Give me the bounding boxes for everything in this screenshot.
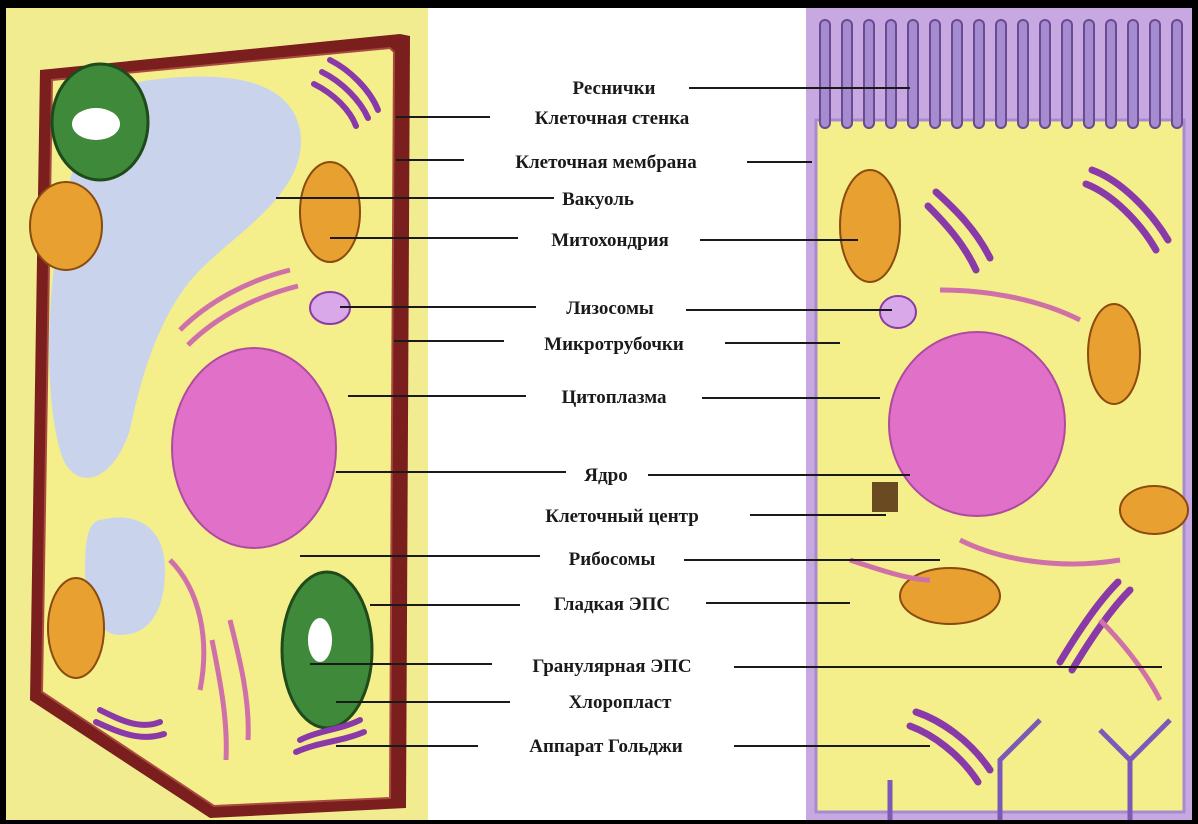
label-golgi: Аппарат Гольджи bbox=[529, 736, 683, 757]
plant-mitochondrion-3 bbox=[48, 578, 104, 678]
label-cell-center: Клеточный центр bbox=[545, 506, 699, 527]
plant-cell bbox=[6, 8, 428, 820]
label-cell-wall: Клеточная стенка bbox=[535, 108, 690, 129]
cell-center bbox=[872, 482, 898, 512]
animal-cell bbox=[806, 8, 1192, 820]
plant-mitochondrion-1 bbox=[30, 182, 102, 270]
label-granular-er: Гранулярная ЭПС bbox=[532, 656, 691, 677]
label-cytoplasm: Цитоплазма bbox=[561, 387, 667, 408]
chloroplast-highlight bbox=[308, 618, 332, 662]
animal-mitochondrion-1 bbox=[840, 170, 900, 282]
animal-nucleus bbox=[889, 332, 1065, 516]
animal-mitochondrion-2 bbox=[1088, 304, 1140, 404]
label-lysosomes: Лизосомы bbox=[566, 298, 654, 319]
chloroplast-highlight bbox=[72, 108, 120, 140]
animal-mitochondrion-3 bbox=[1120, 486, 1188, 534]
label-nucleus: Ядро bbox=[584, 465, 627, 486]
animal-lysosome bbox=[880, 296, 916, 328]
label-microtubules: Микротрубочки bbox=[544, 334, 684, 355]
plant-nucleus bbox=[172, 348, 336, 548]
label-smooth-er: Гладкая ЭПС bbox=[554, 594, 670, 615]
label-chloroplast: Хлоропласт bbox=[569, 692, 672, 713]
label-cilia: Реснички bbox=[573, 78, 656, 99]
plant-mitochondrion-2 bbox=[300, 162, 360, 262]
label-mitochondrion: Митохондрия bbox=[551, 230, 669, 251]
label-ribosomes: Рибосомы bbox=[569, 549, 656, 570]
cilia bbox=[820, 20, 1182, 128]
label-cell-membrane: Клеточная мембрана bbox=[515, 152, 697, 173]
label-vacuole: Вакуоль bbox=[562, 189, 634, 210]
